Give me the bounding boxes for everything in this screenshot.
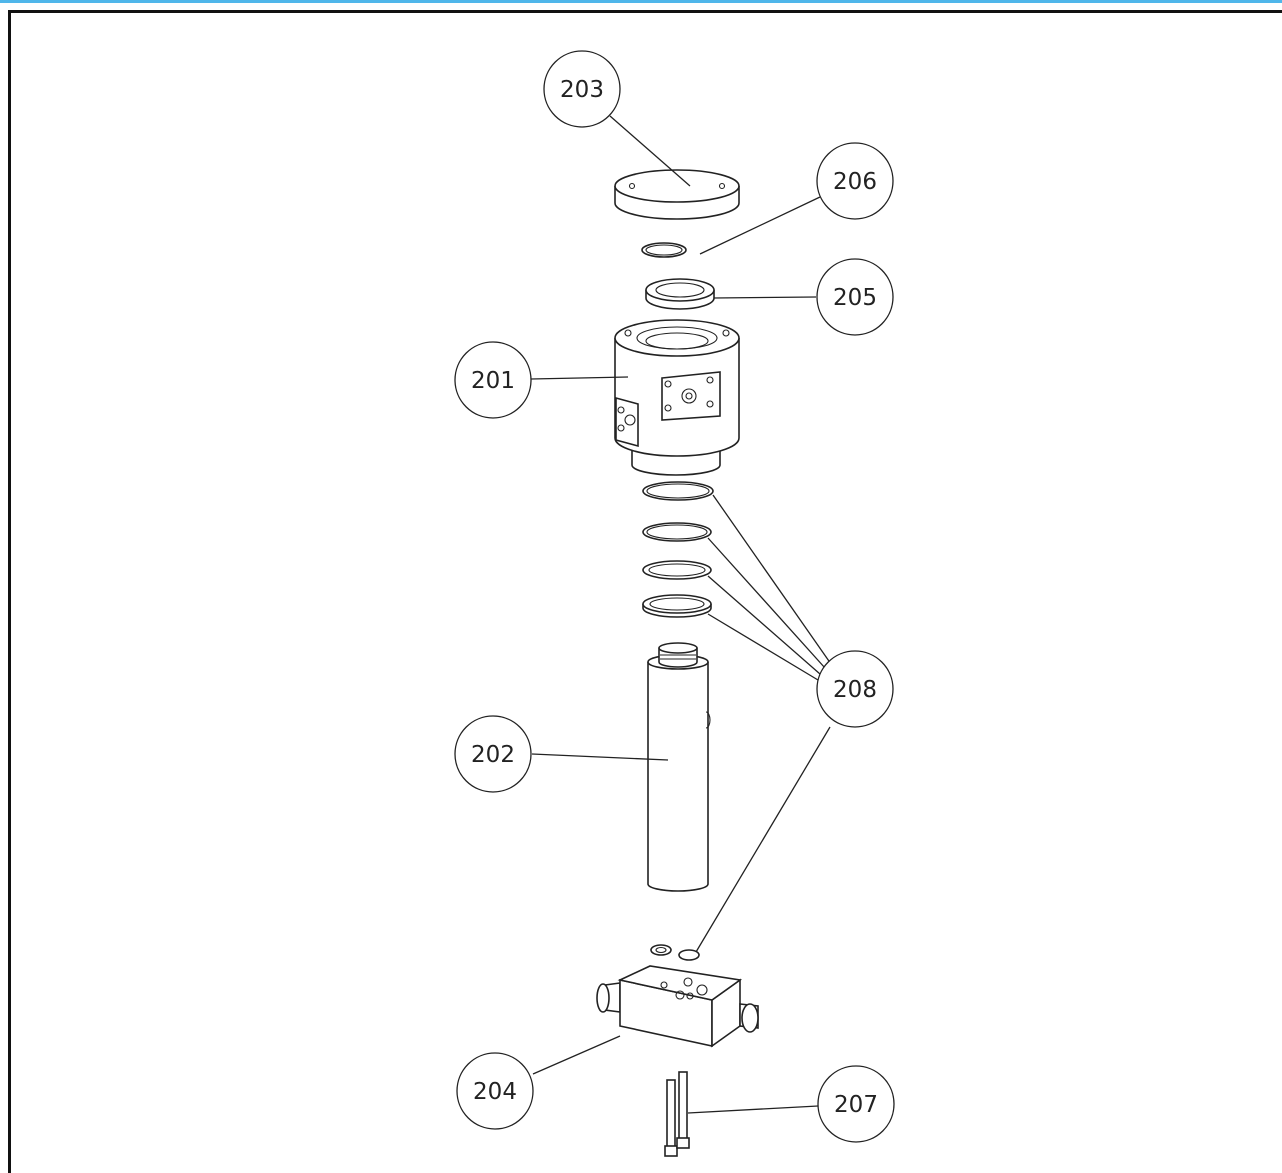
svg-text:203: 203 <box>560 77 604 103</box>
callout-208: 208 <box>816 650 894 728</box>
part-206-oring <box>641 242 687 258</box>
callout-205: 205 <box>816 258 894 336</box>
part-208-small-seals <box>650 944 700 961</box>
drawing-frame <box>8 10 1282 1173</box>
callout-203: 203 <box>543 50 621 128</box>
part-207-bolts <box>664 1071 690 1157</box>
part-201-housing <box>614 319 740 476</box>
svg-text:205: 205 <box>833 285 877 311</box>
svg-text:202: 202 <box>471 742 515 768</box>
svg-text:208: 208 <box>833 677 877 703</box>
part-208-oring-stack <box>642 481 714 618</box>
callout-202: 202 <box>454 715 532 793</box>
top-accent-bar <box>0 0 1282 3</box>
part-203-cover-plate <box>614 169 740 220</box>
part-204-valve-block <box>596 965 759 1048</box>
part-205-seal <box>645 278 715 310</box>
svg-text:206: 206 <box>833 169 877 195</box>
callout-207: 207 <box>817 1065 895 1143</box>
svg-text:201: 201 <box>471 368 515 394</box>
callout-204: 204 <box>456 1052 534 1130</box>
svg-text:207: 207 <box>834 1092 878 1118</box>
callout-206: 206 <box>816 142 894 220</box>
callout-201: 201 <box>454 341 532 419</box>
part-202-piston <box>647 642 711 892</box>
svg-text:204: 204 <box>473 1079 517 1105</box>
leader-lines <box>530 115 832 1114</box>
